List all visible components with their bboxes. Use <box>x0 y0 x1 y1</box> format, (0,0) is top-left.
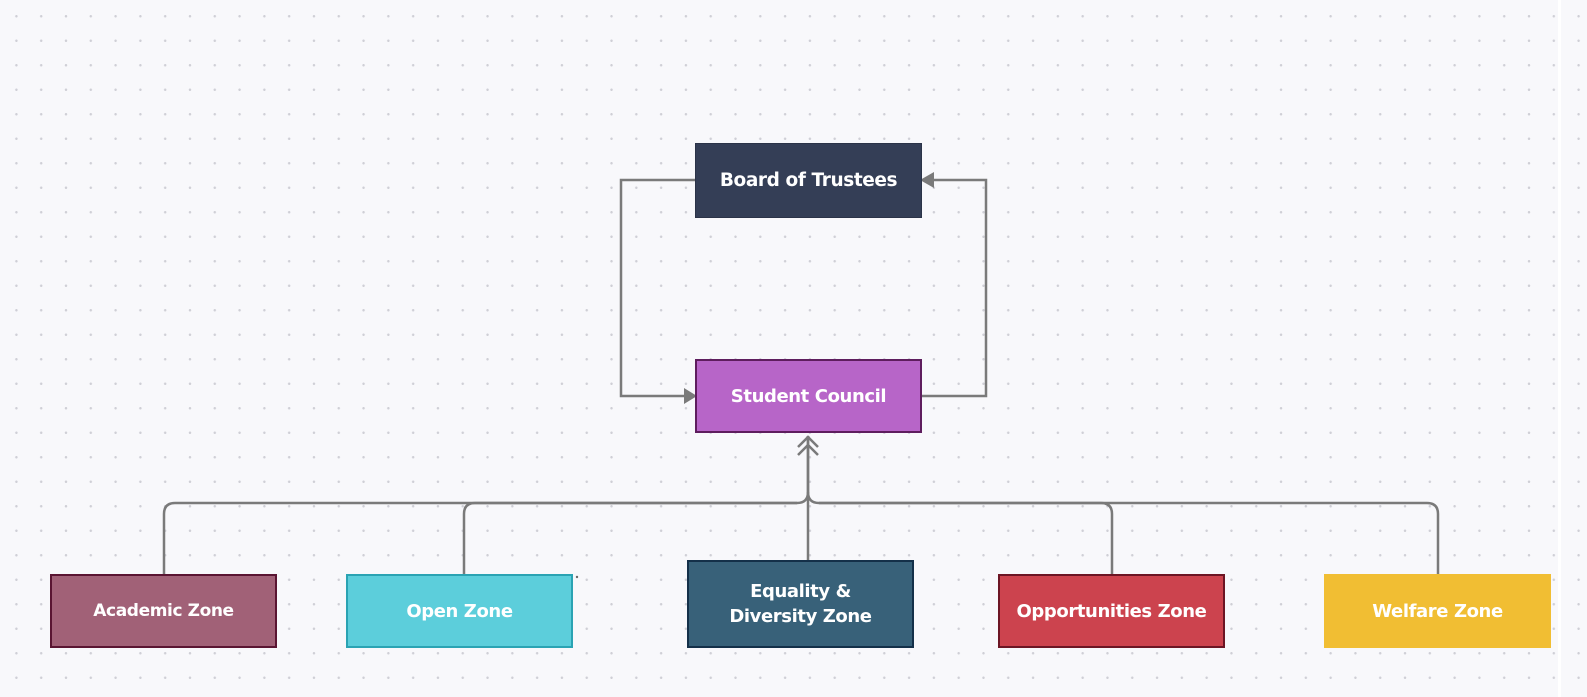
connector-council-to-board[interactable] <box>922 178 988 398</box>
node-academic-zone[interactable]: Academic Zone <box>50 574 277 648</box>
arrowhead-board-right <box>920 172 934 188</box>
canvas-right-edge <box>1558 0 1561 697</box>
node-label: Open Zone <box>406 600 513 622</box>
connector-welfare-to-council[interactable] <box>819 501 1440 574</box>
connector-board-to-council[interactable] <box>619 178 695 398</box>
connector-open-to-council[interactable] <box>462 501 797 574</box>
node-welfare-zone[interactable]: Welfare Zone <box>1324 574 1551 648</box>
arrowhead-council-left <box>684 388 697 404</box>
node-board-of-trustees[interactable]: Board of Trustees <box>695 143 922 218</box>
node-label: Board of Trustees <box>719 170 898 191</box>
stray-dot <box>575 575 579 579</box>
chevron-up-icon <box>797 435 819 456</box>
node-label: Academic Zone <box>93 600 234 621</box>
node-open-zone[interactable]: Open Zone <box>346 574 573 648</box>
node-equality-diversity-zone[interactable]: Equality & Diversity Zone <box>687 560 914 648</box>
node-label: Student Council <box>730 385 887 407</box>
node-label: Opportunities Zone <box>1016 600 1207 622</box>
connector-academic-to-council[interactable] <box>162 436 810 574</box>
node-label: Equality & Diversity Zone <box>729 581 872 627</box>
node-label: Welfare Zone <box>1372 600 1503 622</box>
node-student-council[interactable]: Student Council <box>695 359 922 433</box>
node-opportunities-zone[interactable]: Opportunities Zone <box>998 574 1225 648</box>
